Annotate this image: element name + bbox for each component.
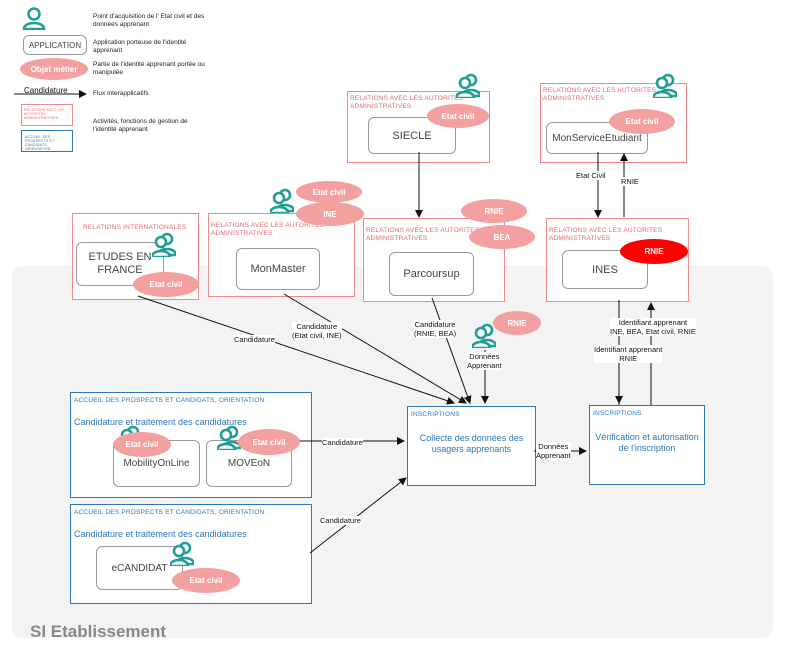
legend-person-text: Point d'acquisition de l' Etat civil et … [93, 13, 205, 28]
person-icon [22, 6, 46, 32]
pill-mobility-etat-civil: Etat civil [113, 432, 171, 457]
edge-label-donnees-apprenant: Données Apprenant [467, 352, 502, 370]
pill-monmaster-ine: INE [296, 202, 364, 226]
frame-relations-monservice: RELATIONS AVEC LES AUTORITES ADMINISTRAT… [540, 83, 687, 163]
app-parcoursup: Parcoursup [389, 252, 474, 296]
person-icon [152, 231, 176, 257]
frame-inscriptions-collecte: INSCRIPTIONS Collecte des données des us… [407, 406, 536, 486]
edge-label-verification-ines: Identifiant apprenant RNIE [594, 345, 663, 363]
pill-etudes-etat-civil: Etat civil [133, 272, 199, 297]
edge-label-parcoursup-candidature: Candidature (RNIE, BEA) [414, 320, 457, 338]
edge-monmaster-collecte [283, 293, 467, 404]
edge-label-collecte-verification: Données Apprenant [536, 442, 571, 460]
pill-siecle-etat-civil: Etat civil [427, 104, 489, 128]
pill-ecandidat-etat-civil: Etat civil [172, 568, 240, 593]
edge-parcoursup-collecte [431, 297, 472, 404]
pill-monservice-etat-civil: Etat civil [609, 109, 675, 134]
edge-label-monmaster-candidature: Candidature (Etat civil, INE) [292, 322, 342, 340]
edge-ecandidat-collecte [309, 477, 407, 554]
edge-label-rnie-up: RNIE [621, 177, 639, 186]
verification-label: Vérification et autorisation de l'inscri… [595, 432, 699, 453]
pill-monmaster-etat-civil: Etat civil [296, 181, 362, 203]
legend-frames-text: Activités, fonctions de gestion de l'ide… [93, 118, 188, 133]
edge-etudes-collecte [137, 295, 455, 405]
accueil-2-subtitle: Candidature et traitement des candidatur… [74, 529, 247, 539]
si-etablissement-label: SI Etablissement [30, 622, 167, 641]
person-icon [472, 322, 496, 348]
collecte-label: Collecte des données des usagers apprena… [419, 433, 524, 454]
edge-label-etat-civil: Etat Civil [576, 171, 606, 180]
legend-app-box: APPLICATION [23, 35, 87, 55]
edge-label-ines-verification: Identifiant apprenant INE, BEA, Etat civ… [610, 318, 696, 336]
accueil-1-subtitle: Candidature et traitement des candidatur… [74, 417, 247, 427]
pill-donnees-rnie: RNIE [493, 311, 541, 335]
edge-label-moveon-candidature: Candidature [322, 438, 363, 447]
person-icon [170, 540, 194, 566]
person-icon [653, 72, 677, 98]
app-monmaster: MonMaster [236, 248, 320, 290]
legend-red-frame: RELATIONS AVEC LES AUTORITES ADMINISTRAT… [21, 104, 73, 126]
legend-pill: Objet métier [20, 58, 88, 80]
frame-relations-monmaster: RELATIONS AVEC LES AUTORITES ADMINISTRAT… [208, 213, 355, 297]
app-ecandidat: eCANDIDAT [96, 546, 183, 590]
person-icon [217, 424, 241, 450]
legend-arrow-text: Flux interapplicatifs [93, 90, 149, 97]
pill-moveon-etat-civil: Etat civil [238, 429, 300, 455]
edge-label-etudes-candidature: Candidature [234, 335, 275, 344]
person-icon [270, 187, 294, 213]
pill-parcoursup-bea: BEA [469, 225, 535, 249]
edge-label-ecandidat-candidature: Candidature [320, 516, 361, 525]
pill-parcoursup-rnie: RNIE [461, 199, 527, 223]
legend-pill-text: Partie de l'identité apprenant portée ou… [93, 61, 205, 76]
frame-inscriptions-verification: INSCRIPTIONS Vérification et autorisatio… [589, 405, 705, 485]
legend-blue-frame: ACCUEIL DES PROSPECTS ET CANDIDATS, ORIE… [21, 130, 73, 152]
pill-ines-rnie: RNIE [620, 239, 688, 264]
person-icon [456, 72, 480, 98]
legend-arrow-label: Candidature [24, 86, 68, 95]
legend-app-text: Application porteuse de l'identité appre… [93, 39, 187, 54]
